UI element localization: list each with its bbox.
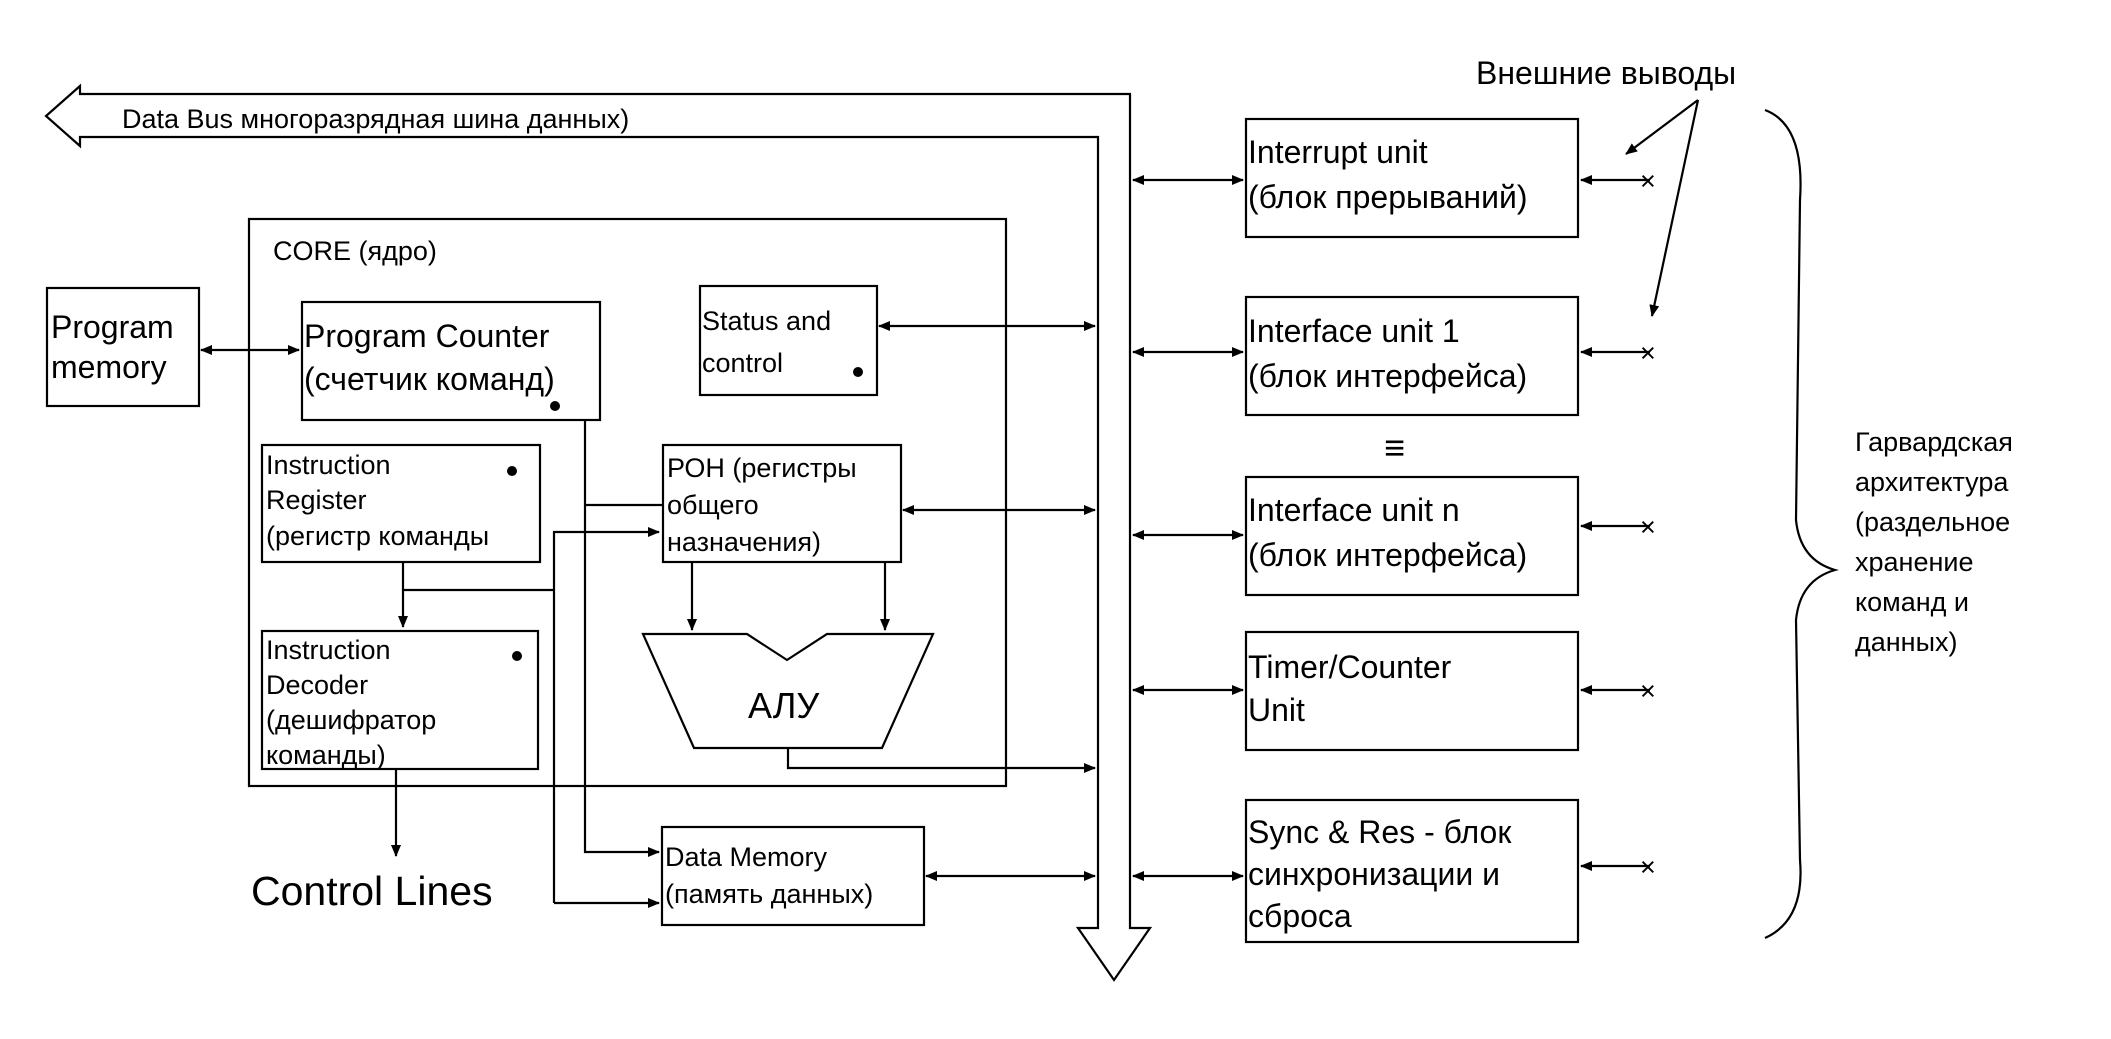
program-counter-block: Program Counter (счетчик команд) — [300, 300, 602, 422]
interface-unit-1-line-2: (блок интерфейса) — [1248, 358, 1527, 394]
sync-res-block: Sync & Res - блок синхронизации и сброса — [1244, 798, 1580, 944]
alu-label: АЛУ — [748, 685, 820, 726]
instruction-register-line-3: (регистр команды — [266, 521, 489, 551]
instruction-register-line-1: Instruction — [266, 450, 391, 480]
timer-pin: × — [1640, 676, 1656, 706]
timer-counter-block: Timer/Counter Unit — [1244, 630, 1580, 752]
interface-unit-n-line-1: Interface unit n — [1248, 492, 1460, 528]
timer-counter-line-2: Unit — [1248, 692, 1305, 728]
data-bus-label: Data Bus многоразрядная шина данных) — [122, 104, 629, 134]
instruction-register-line-2: Register — [266, 485, 367, 515]
ir-ron-link — [552, 527, 660, 903]
program-memory-block: Program memory — [45, 286, 201, 408]
ellipsis-glyph: ≡ — [1384, 427, 1405, 468]
harvard-note-line-1: Гарвардская — [1855, 427, 2013, 457]
instruction-decoder-line-1: Instruction — [266, 635, 391, 665]
interface-1-pin: × — [1640, 338, 1656, 368]
timer-counter-line-1: Timer/Counter — [1248, 649, 1452, 685]
external-pins-pointer-2 — [1649, 99, 1700, 317]
sync-res-line-3: сброса — [1248, 898, 1352, 934]
core-label: CORE (ядро) — [273, 236, 437, 266]
harvard-note: Гарвардская архитектура (раздельное хран… — [1855, 427, 2013, 657]
instruction-decoder-line-4: команды) — [266, 740, 386, 770]
harvard-note-line-3: (раздельное — [1855, 507, 2010, 537]
pc-dot — [550, 401, 560, 411]
interface-unit-n-line-2: (блок интерфейса) — [1248, 537, 1527, 573]
interrupt-unit-block: Interrupt unit (блок прерываний) — [1244, 117, 1580, 239]
data-memory-block: Data Memory (память данных) — [660, 825, 926, 927]
harvard-note-line-2: архитектура — [1855, 467, 2009, 497]
interrupt-pin: × — [1640, 166, 1656, 196]
instruction-decoder-line-3: (дешифратор — [266, 705, 436, 735]
instruction-decoder-block: Instruction Decoder (дешифратор команды) — [260, 629, 540, 771]
interface-n-pin: × — [1640, 512, 1656, 542]
id-dot — [512, 651, 522, 661]
program-counter-line-1: Program Counter — [304, 318, 550, 354]
status-control-line-2: control — [702, 348, 783, 378]
data-memory-line-2: (память данных) — [665, 879, 873, 909]
right-brace — [1764, 108, 1839, 940]
harvard-note-line-6: данных) — [1855, 627, 1958, 657]
ir-dot — [507, 466, 517, 476]
external-pins-pointer-1 — [1625, 99, 1699, 155]
program-memory-line-2: memory — [51, 349, 167, 385]
sync-res-line-1: Sync & Res - блок — [1248, 814, 1512, 850]
general-registers-block: РОН (регистры общего назначения) — [661, 443, 903, 564]
status-control-line-1: Status and — [702, 306, 831, 336]
instruction-decoder-line-2: Decoder — [266, 670, 368, 700]
sync-res-line-2: синхронизации и — [1248, 856, 1500, 892]
status-control-block: Status and control — [698, 284, 879, 397]
interface-unit-1-block: Interface unit 1 (блок интерфейса) — [1244, 295, 1580, 417]
sync-pin: × — [1640, 852, 1656, 882]
data-bus-arrow — [44, 83, 1153, 982]
general-registers-line-1: РОН (регистры — [667, 453, 857, 483]
alu-bus-link — [786, 748, 1096, 773]
external-pins-label: Внешние выводы — [1476, 55, 1736, 91]
harvard-note-line-5: команд и — [1855, 587, 1969, 617]
instruction-register-block: Instruction Register (регистр команды — [260, 443, 542, 564]
alu-block: АЛУ — [641, 632, 935, 750]
program-memory-line-1: Program — [51, 309, 174, 345]
interrupt-unit-line-1: Interrupt unit — [1248, 134, 1428, 170]
pc-dm-link — [583, 420, 660, 857]
general-registers-line-2: общего — [667, 490, 759, 520]
data-bus: Data Bus многоразрядная шина данных) — [44, 83, 1153, 982]
interrupt-unit-line-2: (блок прерываний) — [1248, 179, 1528, 215]
interface-unit-1-line-1: Interface unit 1 — [1248, 313, 1460, 349]
control-lines-label: Control Lines — [251, 868, 493, 914]
general-registers-line-3: назначения) — [667, 527, 821, 557]
interface-unit-n-block: Interface unit n (блок интерфейса) — [1244, 475, 1580, 597]
alu-shape — [641, 632, 935, 750]
status-dot — [853, 367, 863, 377]
data-memory-line-1: Data Memory — [665, 842, 828, 872]
program-counter-line-2: (счетчик команд) — [304, 361, 555, 397]
harvard-note-line-4: хранение — [1855, 547, 1973, 577]
